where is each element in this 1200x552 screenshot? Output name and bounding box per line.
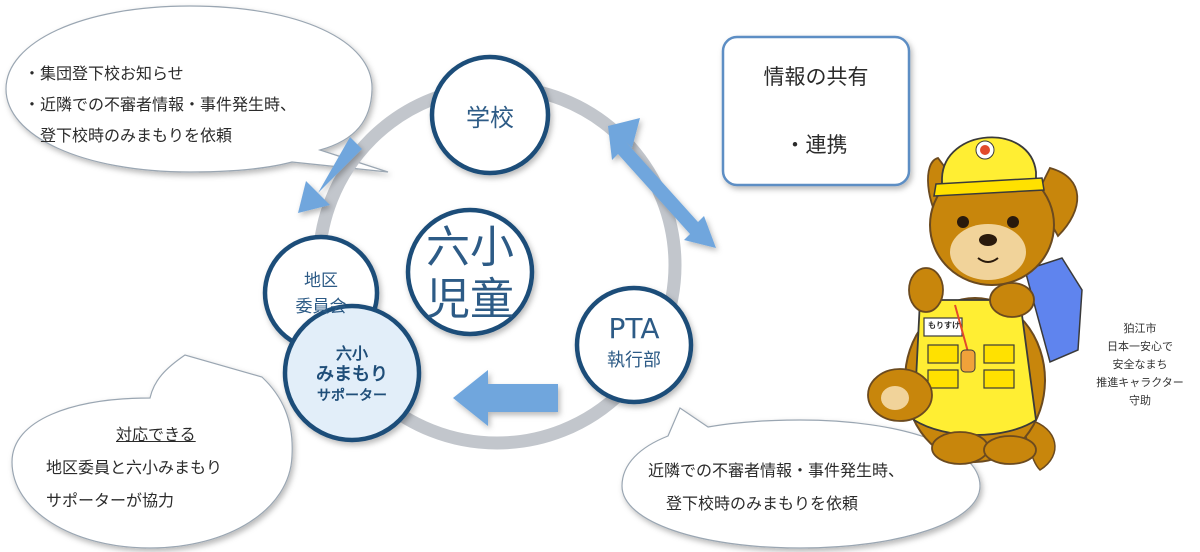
node-supporters-line1: 六小 <box>335 344 368 363</box>
bottom-left-bubble-text: 対応できる 地区委員と六小みまもり サポーターが協力 <box>46 418 222 517</box>
bubble-line: 登下校時のみまもりを依頼 <box>24 126 233 145</box>
bubble-line: 近隣での不審者情報・事件発生時、 <box>648 461 905 480</box>
node-supporters-line3: サポーター <box>317 388 387 404</box>
arrow-left <box>453 370 558 426</box>
center-label-line2: 児童 <box>426 274 514 325</box>
bubble-line: ・集団登下校お知らせ <box>24 64 184 83</box>
node-pta <box>574 285 694 405</box>
node-pta-label: PTA 執行部 <box>579 312 689 376</box>
top-left-bubble-text: ・集団登下校お知らせ ・近隣での不審者情報・事件発生時、 登下校時のみまもりを依… <box>24 58 296 151</box>
arrow-down-left <box>298 137 362 213</box>
speech-bubble-top-left <box>5 5 389 173</box>
caption-line: 安全なまち <box>1112 358 1168 371</box>
center-circle-children <box>405 207 535 337</box>
info-box-line1: 情報の共有 <box>763 65 869 89</box>
node-supporters-label: 六小 みまもり サポーター <box>292 344 412 406</box>
caption-line: 狛江市 <box>1123 322 1157 335</box>
center-label: 六小 児童 <box>410 222 530 326</box>
info-box-text: 情報の共有 ・連携 <box>723 62 909 160</box>
caption-line: 守助 <box>1129 394 1151 407</box>
bubble-line: サポーターが協力 <box>46 491 175 510</box>
double-arrow-school-pta <box>608 118 716 248</box>
node-pta-line1: PTA <box>608 312 660 345</box>
node-school <box>429 54 551 176</box>
mascot-mamorisuke <box>867 136 1083 471</box>
bubble-heading: 対応できる <box>116 425 196 444</box>
node-supporters <box>282 303 422 443</box>
caption-line: 推進キャラクター <box>1096 376 1184 389</box>
node-district-label: 地区 委員会 <box>276 268 366 320</box>
info-box <box>721 35 911 187</box>
node-school-label: 学校 <box>466 104 514 132</box>
center-label-line1: 六小 <box>426 222 514 273</box>
bubble-line: 登下校時のみまもりを依頼 <box>666 494 859 513</box>
node-pta-line2: 執行部 <box>607 350 661 371</box>
mascot-caption: 狛江市 日本一安心で 安全なまち 推進キャラクター 守助 <box>1080 320 1200 410</box>
bottom-right-bubble-text: 近隣での不審者情報・事件発生時、 登下校時のみまもりを依頼 <box>648 454 904 520</box>
mascot-name-tag: もりすけ <box>928 321 960 330</box>
speech-bubble-bottom-left <box>11 354 293 549</box>
caption-line: 日本一安心で <box>1107 340 1173 353</box>
info-box-line2: ・連携 <box>784 133 848 157</box>
bubble-line: ・近隣での不審者情報・事件発生時、 <box>24 95 297 114</box>
bubble-line: 地区委員と六小みまもり <box>46 458 223 477</box>
node-supporters-line2: みまもり <box>316 364 388 385</box>
node-district-line2: 委員会 <box>295 297 347 317</box>
node-district-line1: 地区 <box>304 271 338 291</box>
